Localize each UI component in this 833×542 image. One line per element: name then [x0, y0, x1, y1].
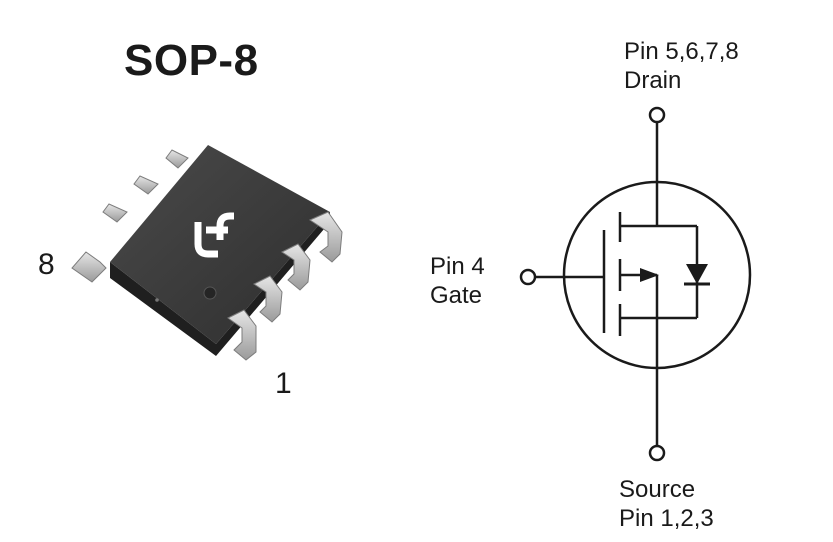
- source-label: Source Pin 1,2,3: [619, 475, 714, 533]
- drain-pins-text: Pin 5,6,7,8: [624, 38, 739, 65]
- source-terminal: [648, 444, 666, 462]
- front-leads: [227, 211, 343, 361]
- drain-name-text: Drain: [624, 67, 682, 94]
- pin-1-label: 1: [275, 367, 292, 400]
- sop8-package-image: [71, 145, 343, 361]
- back-leads: [71, 149, 189, 283]
- gate-terminal: [519, 268, 537, 286]
- pin1-marker-dot: [203, 286, 217, 300]
- gate-name-text: Gate: [430, 282, 483, 309]
- mosfet-symbol: [519, 106, 752, 462]
- pin-8-label: 8: [38, 248, 55, 281]
- manufacturer-logo-icon: [194, 212, 234, 258]
- package-title: SOP-8: [124, 36, 259, 85]
- source-name-text: Source: [619, 476, 696, 503]
- channel-arrow-icon: [640, 268, 659, 282]
- gate-label: Pin 4 Gate: [430, 252, 485, 310]
- source-pins-text: Pin 1,2,3: [619, 505, 714, 532]
- drain-label: Pin 5,6,7,8 Drain: [624, 37, 739, 95]
- drain-terminal: [648, 106, 666, 124]
- body-diode-icon: [684, 264, 710, 286]
- gate-pins-text: Pin 4: [430, 253, 485, 280]
- body-top: [110, 145, 330, 344]
